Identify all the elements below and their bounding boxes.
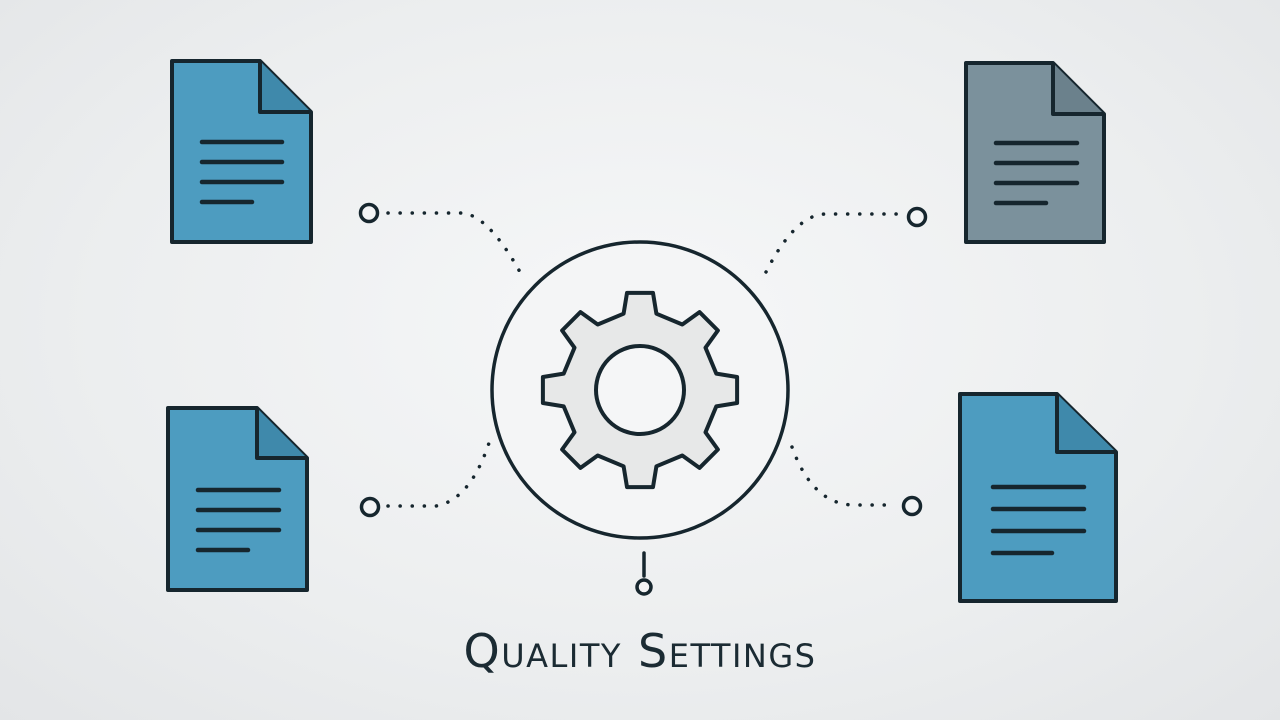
node-dot-bottom xyxy=(635,578,653,596)
connector-top-left xyxy=(386,211,522,274)
node-dot-bottom-left xyxy=(359,496,381,518)
node-dot-bottom-right xyxy=(901,495,923,517)
gear-icon xyxy=(540,290,740,490)
node-dot-top-right xyxy=(906,206,928,228)
document-bottom-left-icon xyxy=(166,406,309,592)
diagram-caption: Quality Settings xyxy=(463,624,817,678)
connector-bottom-right xyxy=(790,445,896,507)
connector-bottom-left xyxy=(386,441,491,508)
document-bottom-right-icon xyxy=(958,392,1118,603)
document-top-right-icon xyxy=(964,61,1106,244)
connector-top-right xyxy=(764,212,899,274)
document-top-left-icon xyxy=(170,59,313,244)
node-dot-top-left xyxy=(358,202,380,224)
